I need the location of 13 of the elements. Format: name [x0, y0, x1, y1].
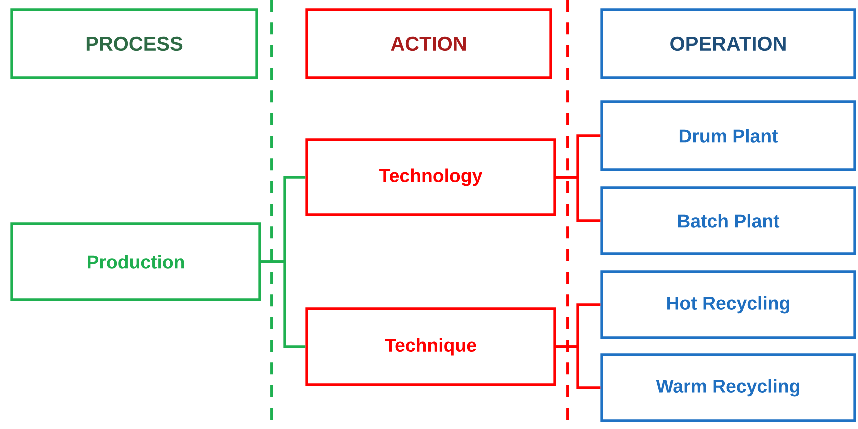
connector-line	[556, 346, 601, 390]
process-box: Technology	[306, 138, 556, 216]
heading-box: ACTION	[306, 8, 552, 80]
process-box: Production	[10, 222, 262, 302]
connector-line	[556, 176, 601, 222]
heading-box: PROCESS	[10, 8, 258, 80]
process-box: Hot Recycling	[600, 270, 856, 340]
process-box: Technique	[306, 308, 556, 386]
process-box: Batch Plant	[600, 186, 856, 256]
process-box: Drum Plant	[600, 100, 856, 172]
process-box: Warm Recycling	[600, 354, 856, 422]
connector-line	[261, 260, 306, 348]
heading-box: OPERATION	[600, 8, 856, 80]
